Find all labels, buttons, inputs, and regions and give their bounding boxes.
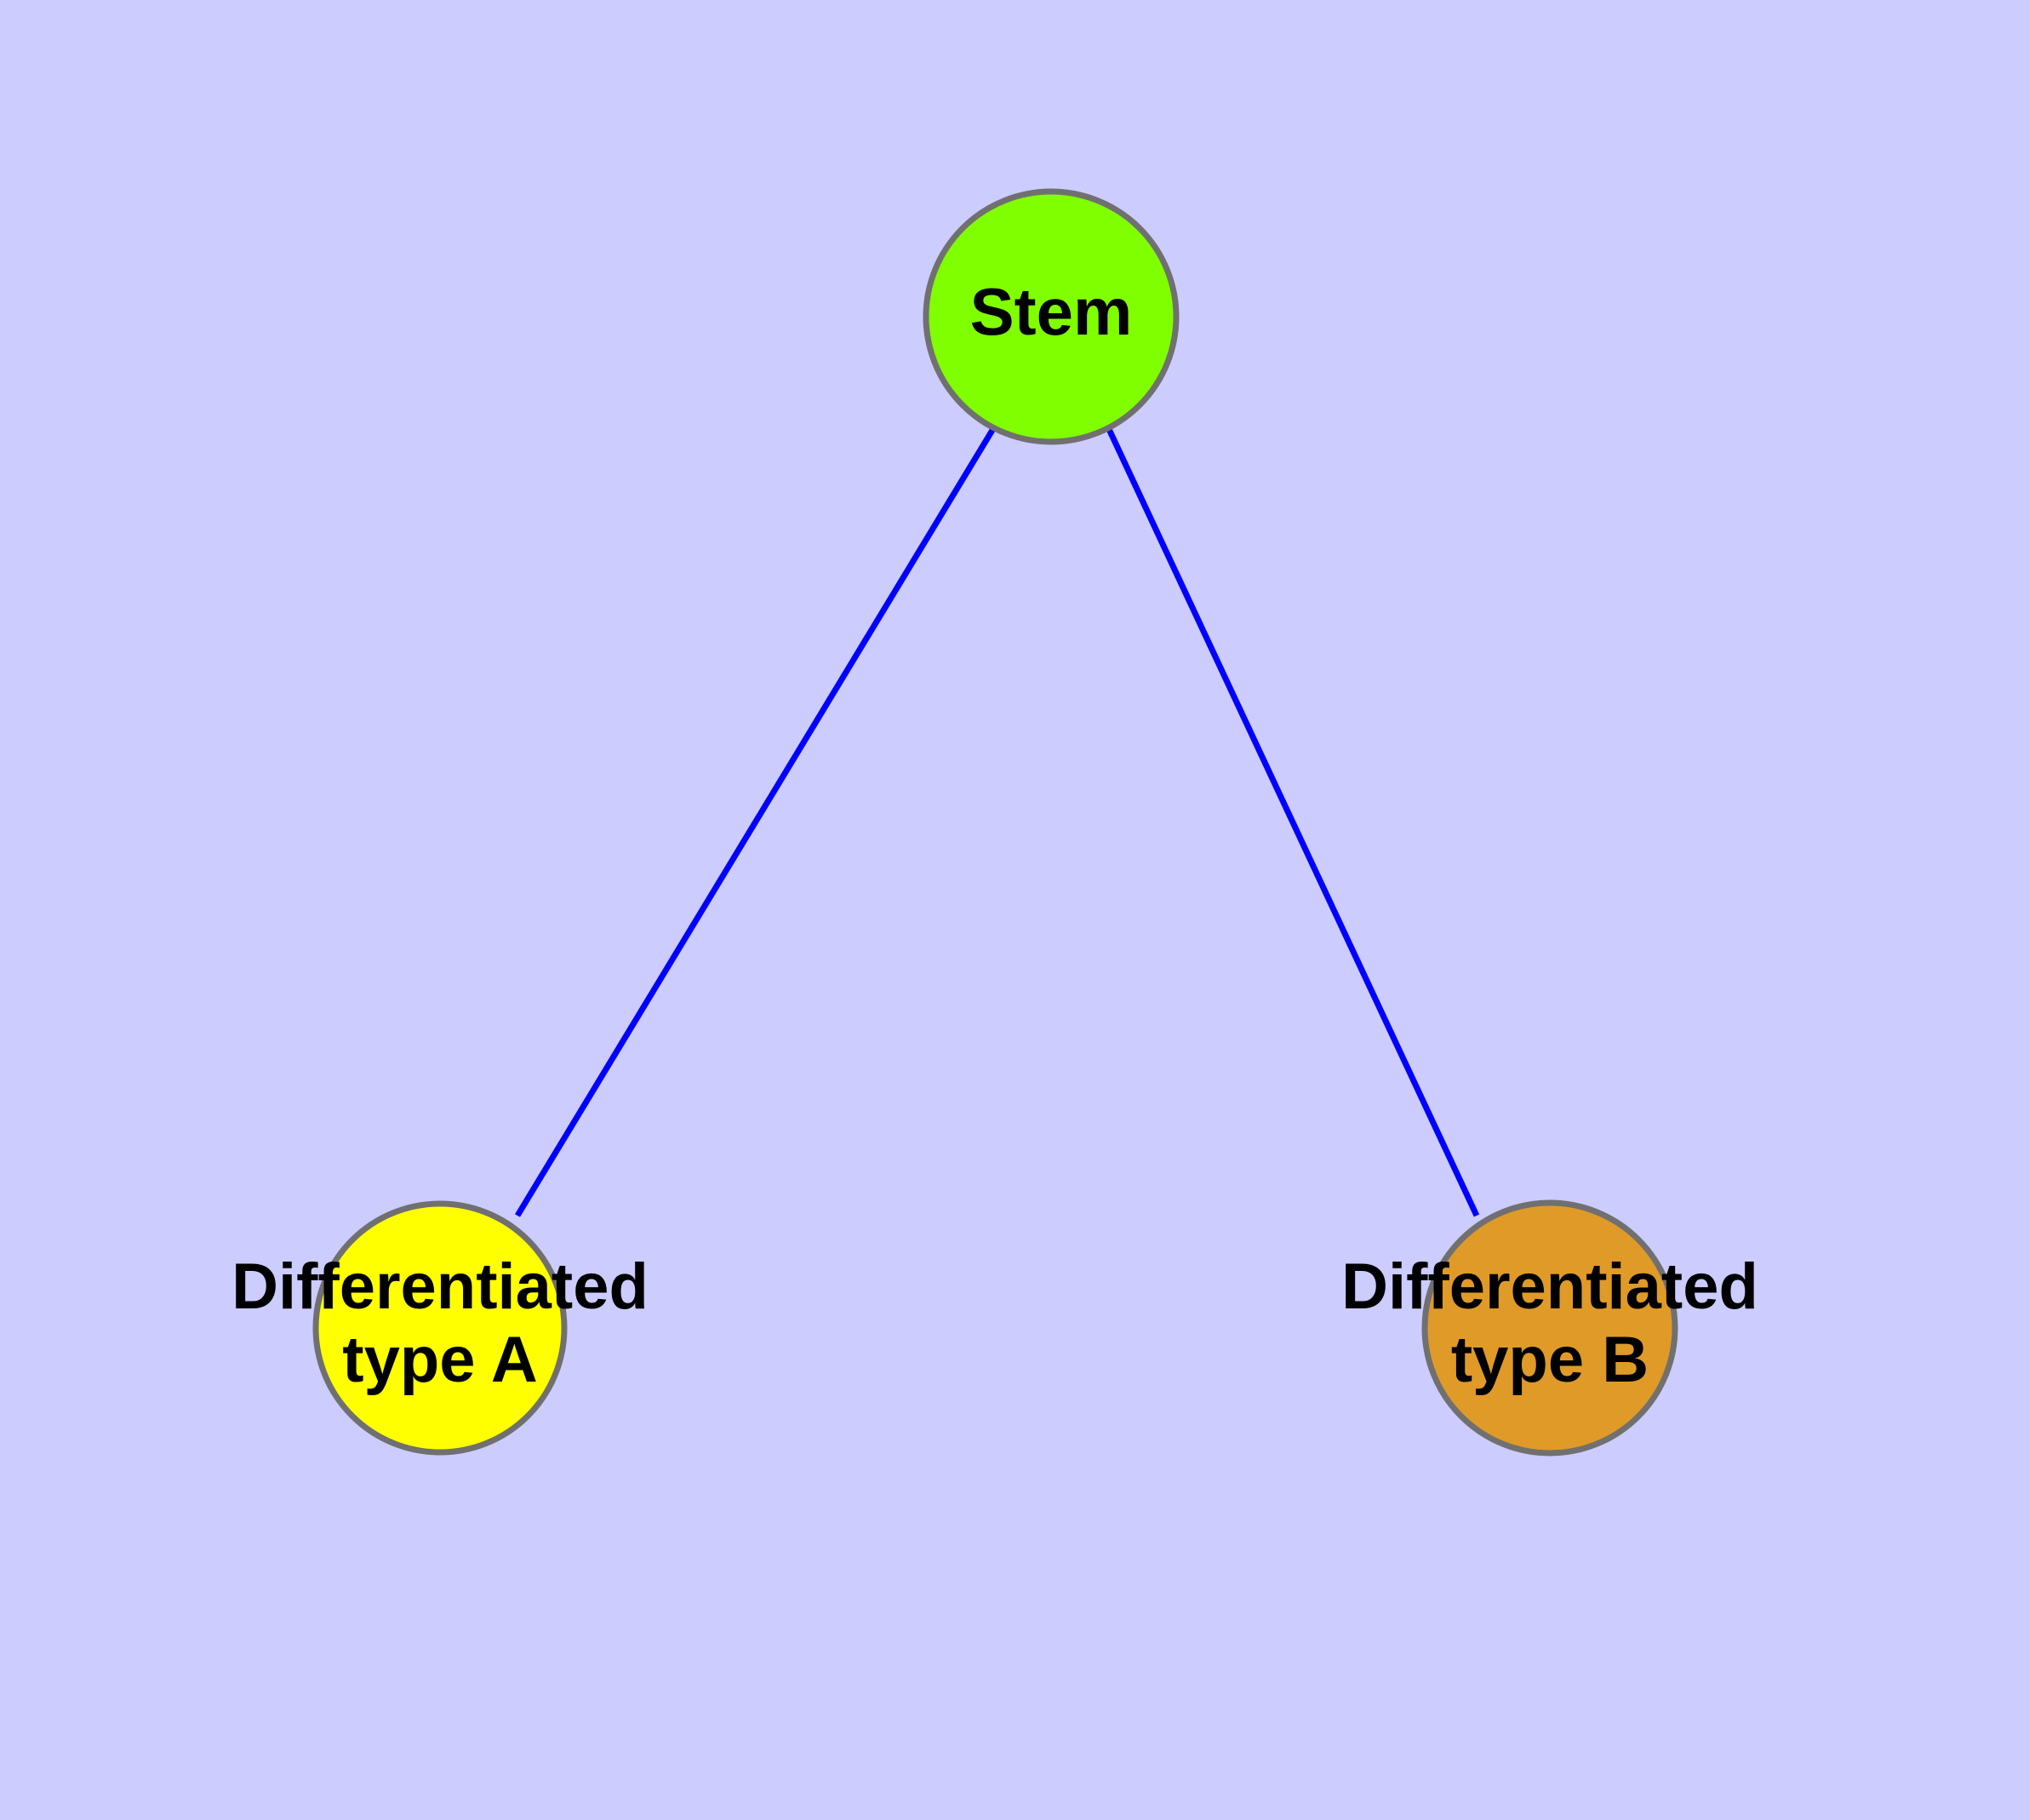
node-diff_b[interactable] xyxy=(1421,1199,1678,1457)
edge-stem-to-diff_b xyxy=(1105,426,1480,1217)
nodes-layer xyxy=(312,188,1678,1457)
node-label-line: type A xyxy=(342,1324,537,1396)
node-label-line: Differentiated xyxy=(231,1251,649,1323)
node-label-line: Differentiated xyxy=(1341,1251,1758,1323)
edge-stem-to-diff_a xyxy=(515,426,997,1217)
node-stem[interactable] xyxy=(923,188,1180,445)
node-label-line: type B xyxy=(1451,1324,1649,1396)
edges-layer xyxy=(515,426,1480,1217)
node-label-stem: Stem xyxy=(970,274,1133,349)
node-label-line: Stem xyxy=(970,274,1133,349)
node-diff_a[interactable] xyxy=(312,1200,568,1456)
